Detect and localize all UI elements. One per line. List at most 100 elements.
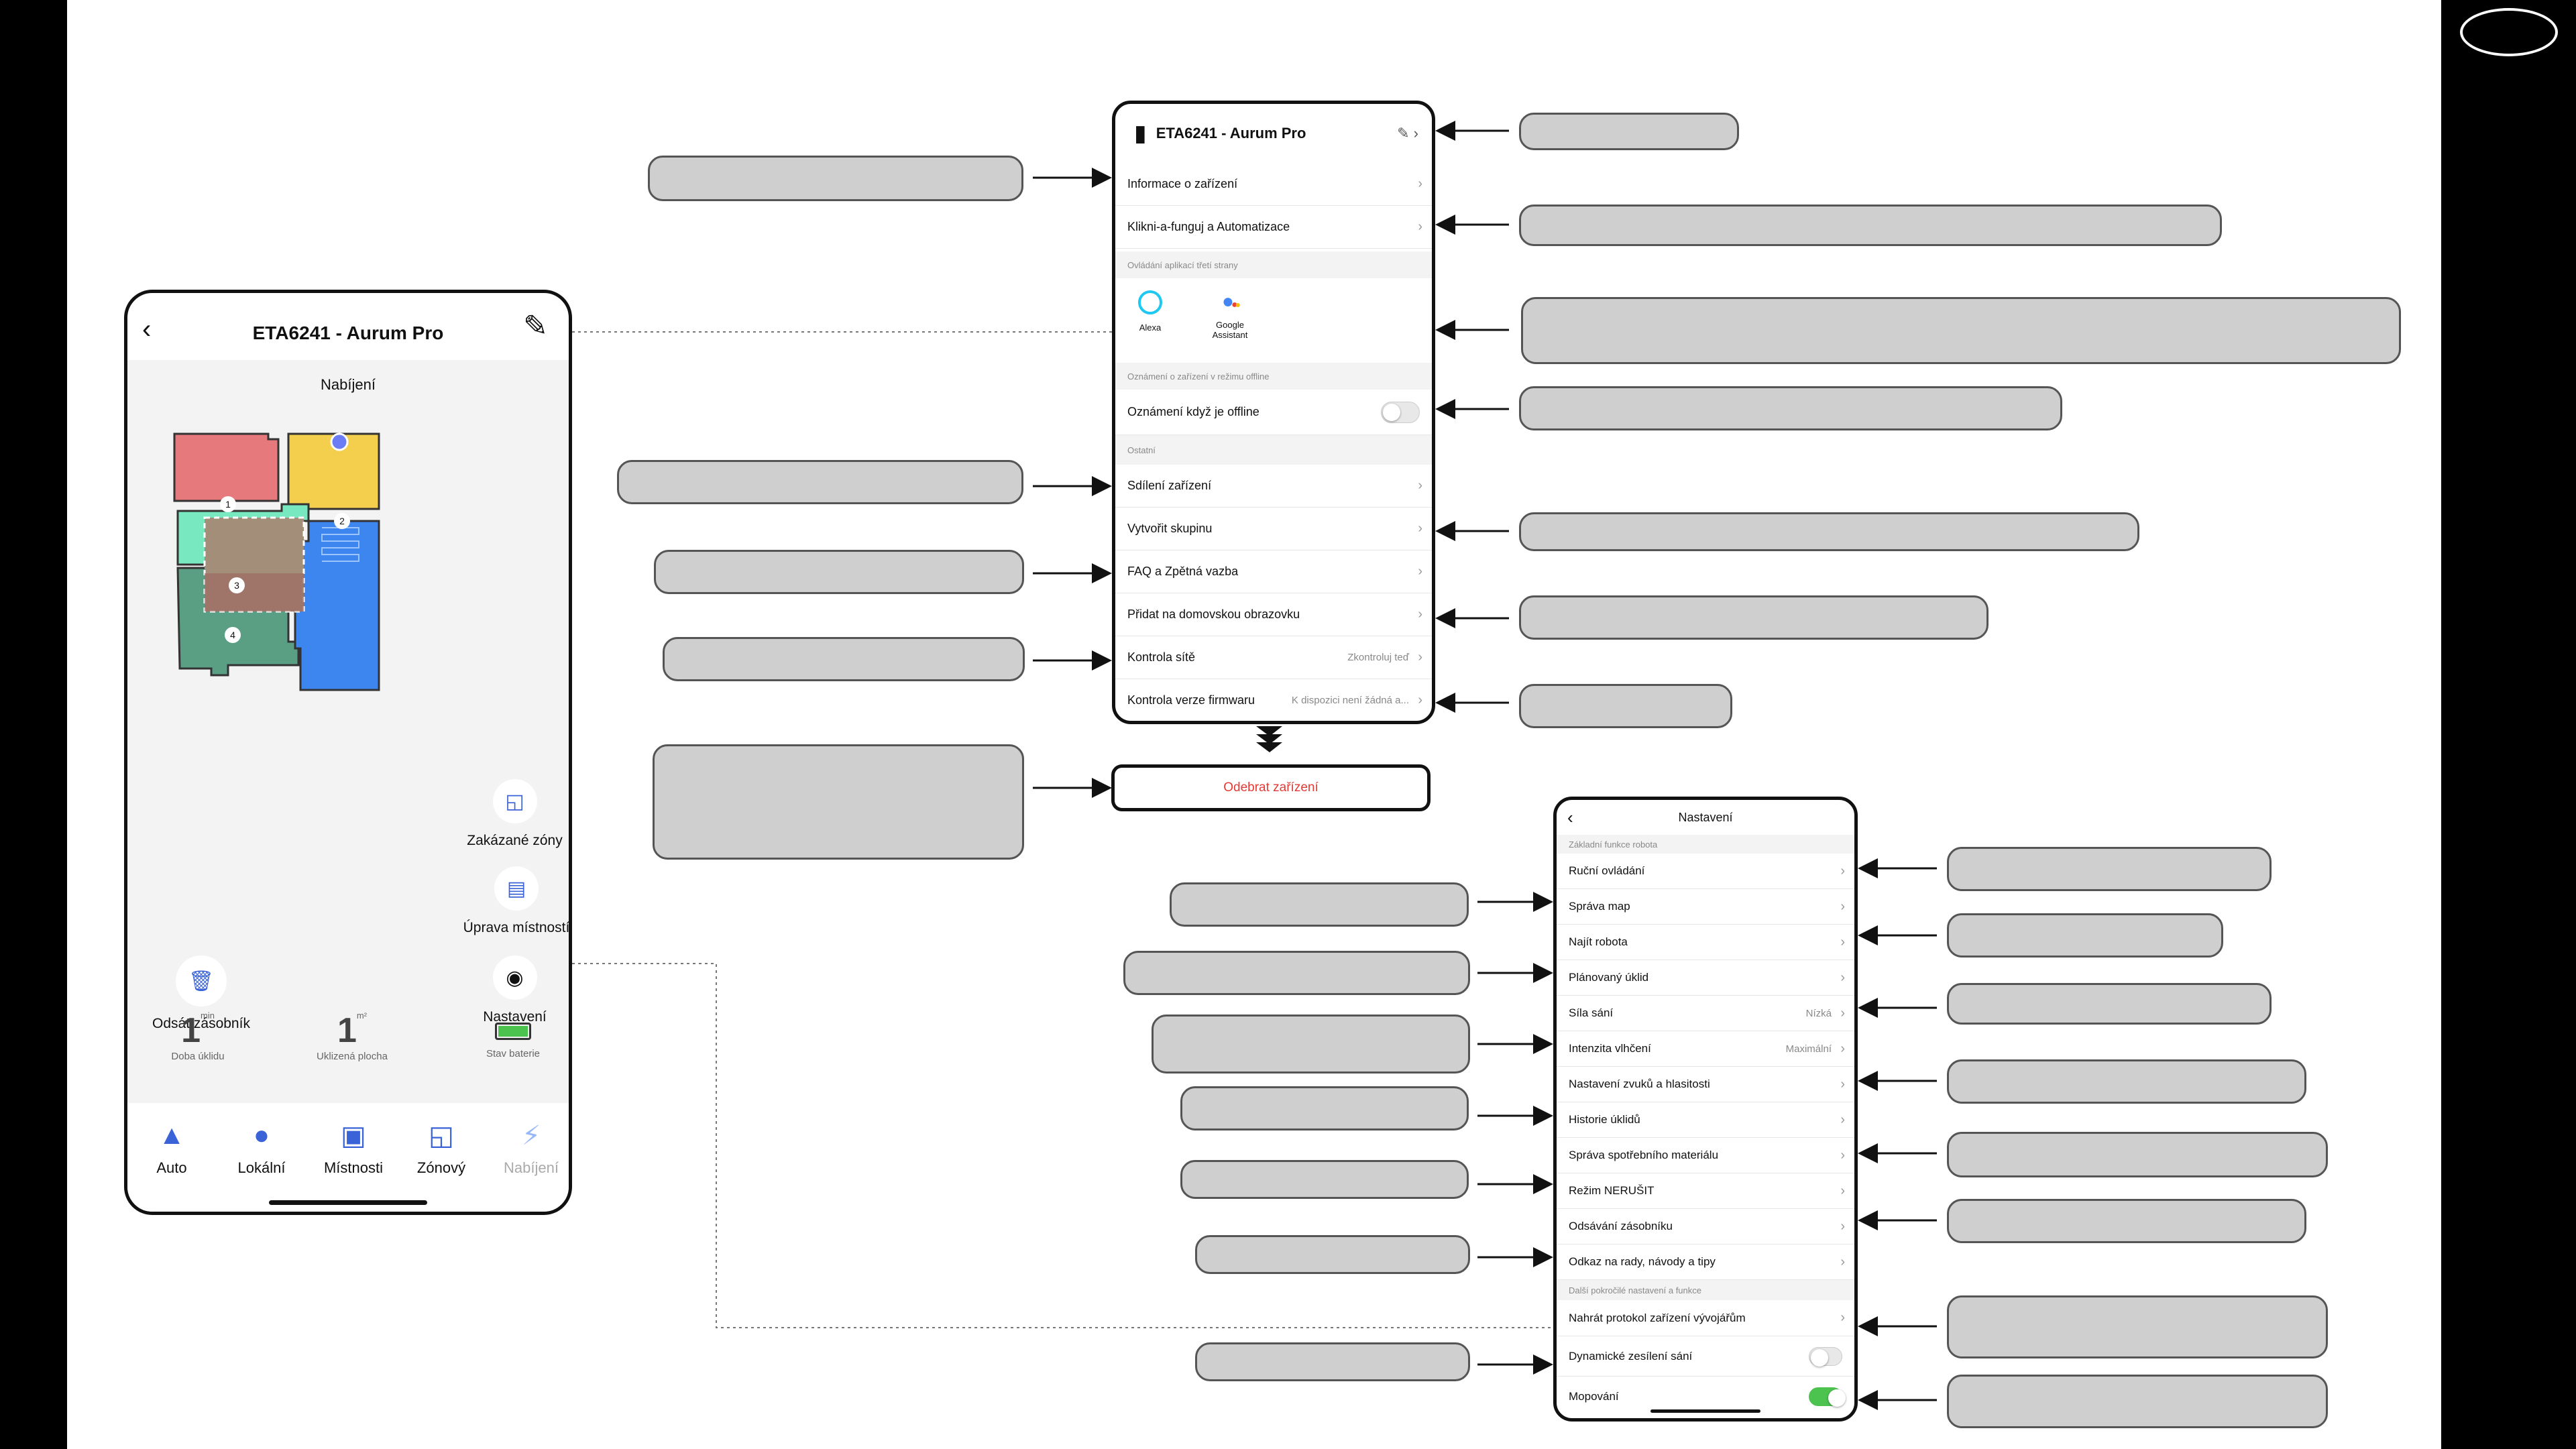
room-label: 4 <box>225 627 241 643</box>
settings-row[interactable]: Správa map› <box>1557 889 1854 925</box>
room-label: 2 <box>334 513 350 529</box>
row-upload-log[interactable]: Nahrát protokol zařízení vývojářům› <box>1557 1300 1854 1336</box>
callout-box <box>1152 1015 1470 1074</box>
callout-box <box>1180 1086 1469 1131</box>
room-edit-icon: ▤ <box>494 866 539 911</box>
row-create-group[interactable]: Vytvořit skupinu› <box>1115 508 1432 550</box>
chevron-right-icon: › <box>1840 1183 1845 1198</box>
row-device-info[interactable]: Informace o zařízení› <box>1115 163 1432 206</box>
callout-box <box>1519 386 2062 430</box>
chevron-right-icon: › <box>1418 521 1422 536</box>
row-share-device[interactable]: Sdílení zařízení› <box>1115 465 1432 508</box>
chevron-right-icon: › <box>1418 564 1422 579</box>
settings-row[interactable]: Historie úklidů› <box>1557 1102 1854 1138</box>
callout-box <box>1947 983 2272 1025</box>
alexa-button[interactable]: Alexa <box>1130 290 1170 333</box>
forbidden-zones-button[interactable]: ◱ Zakázané zóny <box>456 779 569 849</box>
mopping-toggle[interactable] <box>1809 1387 1846 1407</box>
remove-device-button[interactable]: Odebrat zařízení <box>1111 764 1431 811</box>
alexa-icon <box>1138 290 1162 314</box>
callout-box <box>1519 684 1732 728</box>
chevron-right-icon: › <box>1418 176 1422 191</box>
section-offline: Oznámení o zařízení v režimu offline <box>1115 363 1432 390</box>
chevron-right-icon: › <box>1840 1005 1845 1021</box>
tab-charging[interactable]: ⚡Nabíjení <box>498 1120 565 1177</box>
robot-title: ETA6241 - Aurum Pro <box>252 323 444 343</box>
row-faq[interactable]: FAQ a Zpětná vazba› <box>1115 550 1432 593</box>
dynamic-suction-toggle[interactable] <box>1809 1346 1842 1367</box>
tab-local[interactable]: ●Lokální <box>228 1120 295 1177</box>
rooms-icon: ▣ <box>341 1121 366 1151</box>
tab-auto[interactable]: ▲Auto <box>138 1120 205 1177</box>
row-dynamic-suction: Dynamické zesílení sání <box>1557 1336 1854 1377</box>
settings-title: Nastavení <box>1678 810 1733 824</box>
battery-icon <box>495 1023 531 1040</box>
settings-row[interactable]: Plánovaný úklid› <box>1557 960 1854 996</box>
row-offline-notify: Oznámení když je offline <box>1115 390 1432 435</box>
forbidden-zone-icon: ◱ <box>492 779 537 823</box>
callout-box <box>1947 1059 2306 1104</box>
edit-pencil-icon[interactable]: ✎ <box>523 310 548 343</box>
room-label: 1 <box>220 496 236 512</box>
empty-bin-button[interactable]: 🗑 Odsát zásobník <box>131 955 272 1032</box>
callout-box <box>1519 595 1989 640</box>
google-assistant-button[interactable]: ●●● Google Assistant <box>1207 290 1253 340</box>
home-indicator <box>1650 1409 1760 1413</box>
stat-clean-time: 1min Doba úklidu <box>171 1010 225 1062</box>
callout-box <box>1519 512 2139 551</box>
tab-rooms[interactable]: ▣Místnosti <box>317 1120 390 1177</box>
settings-row[interactable]: Odkaz na rady, návody a tipy› <box>1557 1244 1854 1280</box>
callout-box <box>653 744 1024 860</box>
chevron-right-icon: › <box>1840 1218 1845 1234</box>
settings-row[interactable]: Správa spotřebního materiálu› <box>1557 1138 1854 1173</box>
floor-map[interactable] <box>127 360 569 736</box>
callout-box <box>1947 1375 2328 1428</box>
edit-pencil-icon[interactable]: ✎ › <box>1397 125 1418 141</box>
chevron-right-icon: › <box>1840 934 1845 949</box>
room-edit-button[interactable]: ▤ Úprava místností <box>443 866 569 936</box>
chevron-right-icon: › <box>1840 899 1845 914</box>
third-party-apps: Alexa ●●● Google Assistant <box>1115 278 1432 363</box>
settings-row[interactable]: Ruční ovládání› <box>1557 854 1854 889</box>
settings-button[interactable]: ◉ Nastavení <box>456 955 569 1025</box>
row-tap-automation[interactable]: Klikni-a-funguj a Automatizace› <box>1115 206 1432 249</box>
callout-box <box>654 550 1024 594</box>
robot-status: Nabíjení <box>321 376 376 393</box>
section-basic: Základní funkce robota <box>1557 835 1854 854</box>
phone-device-menu: ▮ ETA6241 - Aurum Pro ✎ › Informace o za… <box>1112 101 1435 724</box>
zone-icon: ◱ <box>429 1121 454 1151</box>
location-pin-icon: ● <box>253 1120 270 1150</box>
offline-notify-toggle[interactable] <box>1381 401 1420 423</box>
room-1-shape <box>173 432 280 502</box>
clean-path <box>321 527 359 562</box>
callout-box <box>1180 1160 1469 1199</box>
device-title: ETA6241 - Aurum Pro <box>1156 125 1306 141</box>
tab-zone[interactable]: ◱Zónový <box>408 1120 475 1177</box>
back-chevron-icon[interactable]: ‹ <box>142 314 152 344</box>
chevron-right-icon: › <box>1840 1310 1845 1325</box>
settings-row[interactable]: Nastavení zvuků a hlasitosti› <box>1557 1067 1854 1102</box>
back-chevron-icon[interactable]: ‹ <box>1567 807 1573 827</box>
callout-box <box>1519 205 2222 246</box>
chevron-right-icon: › <box>1840 1076 1845 1092</box>
settings-row[interactable]: Najít robota› <box>1557 925 1854 960</box>
row-add-home[interactable]: Přidat na domovskou obrazovku› <box>1115 593 1432 636</box>
callout-box <box>1947 1295 2328 1358</box>
callout-box <box>1195 1342 1470 1381</box>
settings-row[interactable]: Režim NERUŠIT› <box>1557 1173 1854 1209</box>
chevron-right-icon: › <box>1418 478 1422 493</box>
robot-header: ‹ ETA6241 - Aurum Pro ✎ <box>127 306 569 360</box>
callout-box <box>663 637 1025 681</box>
settings-header: ‹ Nastavení <box>1557 800 1854 835</box>
callout-box <box>1947 1132 2328 1177</box>
section-more: Další pokročilé nastavení a funkce <box>1557 1280 1854 1300</box>
chevron-right-icon: › <box>1418 650 1422 664</box>
settings-row[interactable]: Odsávání zásobníku› <box>1557 1209 1854 1244</box>
broom-icon: 🗑 <box>176 955 227 1006</box>
room-2-shape <box>287 432 380 510</box>
